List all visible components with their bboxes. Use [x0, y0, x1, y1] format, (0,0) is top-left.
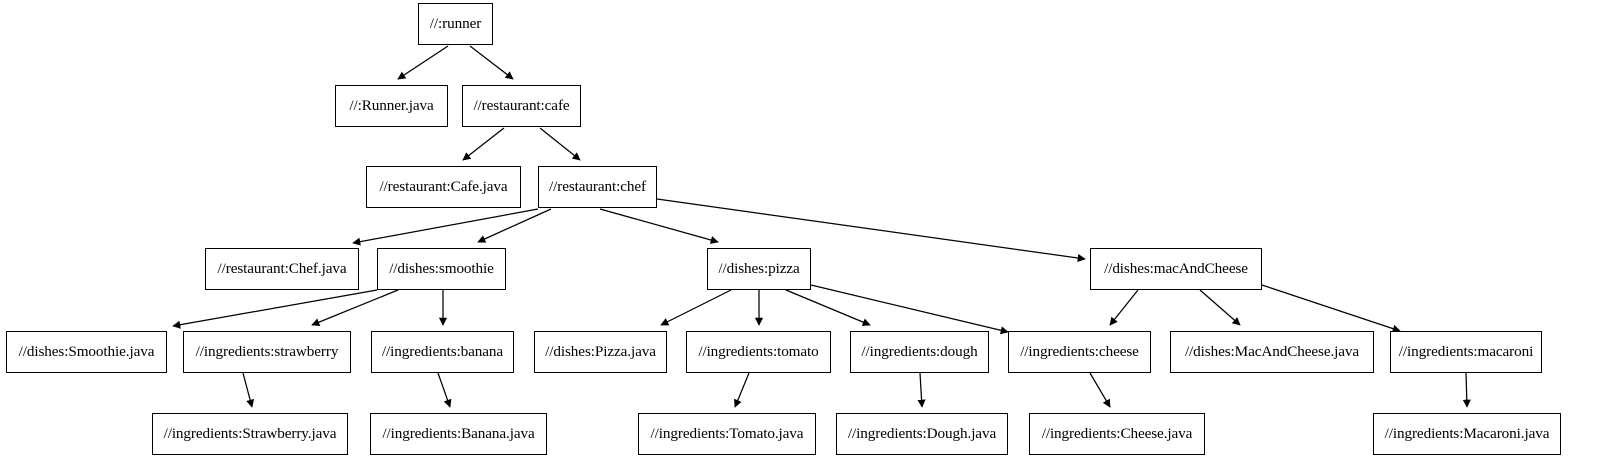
- graph-node-ing_strawberry[interactable]: //ingredients:strawberry: [183, 331, 351, 373]
- graph-node-dishes_pizza[interactable]: //dishes:pizza: [707, 248, 811, 290]
- edge-dishes_mac-to-ing_cheese: [1109, 289, 1139, 326]
- edge-restaurant_cafe-to-cafe_java: [462, 127, 505, 161]
- graph-node-macaroni_java[interactable]: //ingredients:Macaroni.java: [1373, 413, 1561, 455]
- edge-ing_macaroni-to-macaroni_java: [1462, 372, 1471, 408]
- edge-dishes_mac-to-mac_java: [1199, 289, 1241, 326]
- graph-node-label: //dishes:Pizza.java: [545, 343, 656, 361]
- graph-node-tomato_java[interactable]: //ingredients:Tomato.java: [638, 413, 816, 455]
- graph-node-label: //ingredients:banana: [381, 343, 504, 361]
- graph-node-label: //ingredients:Banana.java: [382, 425, 535, 443]
- graph-node-restaurant_chef[interactable]: //restaurant:chef: [538, 166, 657, 208]
- graph-node-label: //:runner: [429, 15, 482, 33]
- graph-node-strawberry_java[interactable]: //ingredients:Strawberry.java: [152, 413, 348, 455]
- graph-node-label: //restaurant:chef: [549, 178, 646, 196]
- edge-restaurant_chef-to-dishes_smoothie: [477, 208, 552, 243]
- graph-node-cafe_java[interactable]: //restaurant:Cafe.java: [366, 166, 521, 208]
- edge-runner-to-runner_java: [397, 45, 449, 80]
- edge-dishes_pizza-to-ing_cheese: [810, 284, 1009, 335]
- graph-node-label: //restaurant:Chef.java: [217, 260, 347, 278]
- edge-dishes_pizza-to-pizza_java: [660, 289, 732, 326]
- graph-node-label: //ingredients:strawberry: [195, 343, 339, 361]
- graph-node-label: //dishes:Smoothie.java: [18, 343, 155, 361]
- edge-dishes_pizza-to-ing_dough: [785, 289, 871, 326]
- graph-node-label: //dishes:pizza: [718, 260, 800, 278]
- graph-node-cheese_java[interactable]: //ingredients:Cheese.java: [1029, 413, 1205, 455]
- graph-node-label: //ingredients:Cheese.java: [1041, 425, 1193, 443]
- edge-dishes_smoothie-to-ing_strawberry: [311, 289, 399, 327]
- graph-node-chef_java[interactable]: //restaurant:Chef.java: [205, 248, 359, 290]
- graph-node-label: //ingredients:Dough.java: [847, 425, 997, 443]
- graph-node-mac_java[interactable]: //dishes:MacAndCheese.java: [1170, 331, 1374, 373]
- edge-ing_cheese-to-cheese_java: [1089, 372, 1111, 408]
- graph-node-label: //ingredients:macaroni: [1398, 343, 1534, 361]
- graph-node-label: //ingredients:dough: [861, 343, 978, 361]
- edge-ing_tomato-to-tomato_java: [734, 372, 750, 408]
- graph-node-dishes_smoothie[interactable]: //dishes:smoothie: [377, 248, 506, 290]
- graph-node-label: //ingredients:Tomato.java: [650, 425, 804, 443]
- edge-runner-to-restaurant_cafe: [469, 45, 514, 80]
- edge-ing_banana-to-banana_java: [437, 372, 452, 408]
- graph-node-label: //ingredients:cheese: [1020, 343, 1139, 361]
- graph-node-ing_tomato[interactable]: //ingredients:tomato: [686, 331, 831, 373]
- edge-restaurant_cafe-to-restaurant_chef: [539, 127, 581, 161]
- graph-node-pizza_java[interactable]: //dishes:Pizza.java: [534, 331, 667, 373]
- graph-node-dishes_mac[interactable]: //dishes:macAndCheese: [1090, 248, 1262, 290]
- graph-node-runner_java[interactable]: //:Runner.java: [335, 85, 448, 127]
- graph-node-label: //:Runner.java: [349, 97, 434, 115]
- edge-restaurant_chef-to-chef_java: [352, 208, 539, 246]
- graph-node-ing_banana[interactable]: //ingredients:banana: [371, 331, 514, 373]
- graph-node-smoothie_java[interactable]: //dishes:Smoothie.java: [6, 331, 167, 373]
- graph-node-label: //dishes:macAndCheese: [1104, 260, 1248, 278]
- graph-node-banana_java[interactable]: //ingredients:Banana.java: [370, 413, 547, 455]
- edge-ing_strawberry-to-strawberry_java: [242, 372, 255, 408]
- graph-node-ing_macaroni[interactable]: //ingredients:macaroni: [1390, 331, 1542, 373]
- graph-node-dough_java[interactable]: //ingredients:Dough.java: [836, 413, 1008, 455]
- graph-node-label: //ingredients:tomato: [698, 343, 819, 361]
- graph-node-label: //restaurant:Cafe.java: [379, 178, 508, 196]
- edge-ing_dough-to-dough_java: [917, 372, 926, 408]
- graph-node-restaurant_cafe[interactable]: //restaurant:cafe: [462, 85, 581, 127]
- graph-node-runner[interactable]: //:runner: [418, 3, 493, 45]
- graph-node-label: //dishes:MacAndCheese.java: [1184, 343, 1360, 361]
- graph-node-label: //ingredients:Macaroni.java: [1384, 425, 1550, 443]
- graph-node-label: //restaurant:cafe: [473, 97, 570, 115]
- graph-node-label: //ingredients:Strawberry.java: [163, 425, 337, 443]
- edge-dishes_mac-to-ing_macaroni: [1261, 284, 1401, 333]
- graph-node-ing_dough[interactable]: //ingredients:dough: [850, 331, 989, 373]
- graph-node-label: //dishes:smoothie: [389, 260, 494, 278]
- edge-dishes_smoothie-to-smoothie_java: [172, 289, 378, 329]
- edge-restaurant_chef-to-dishes_pizza: [599, 208, 719, 244]
- graph-node-ing_cheese[interactable]: //ingredients:cheese: [1008, 331, 1151, 373]
